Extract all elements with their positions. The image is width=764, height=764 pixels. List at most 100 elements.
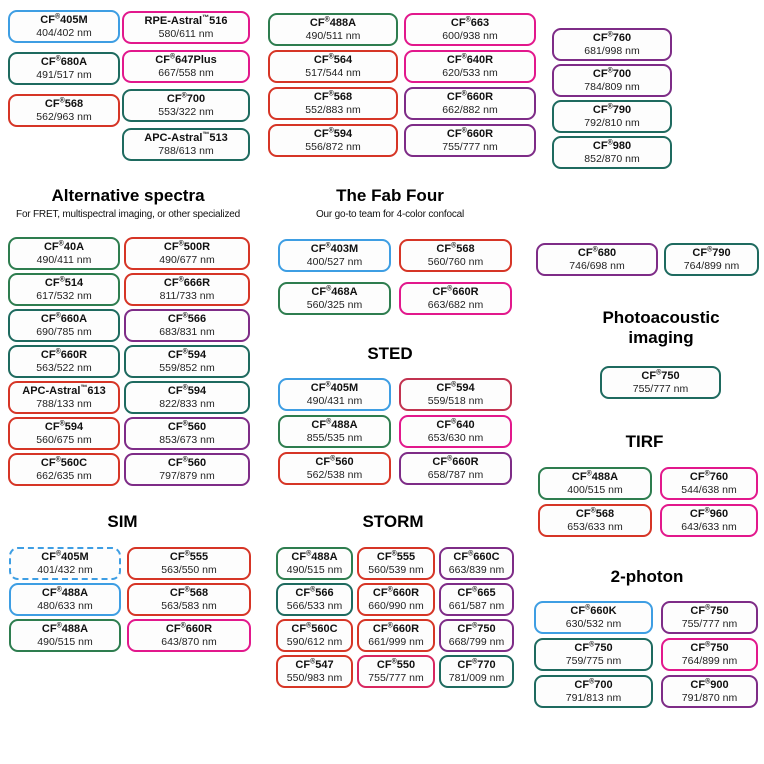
trademark-symbol: ®	[182, 348, 188, 356]
trademark-symbol: ®	[178, 276, 184, 284]
dye-excitation-emission: 560/539 nm	[368, 564, 424, 576]
dye-excitation-emission: 764/899 nm	[683, 260, 740, 272]
trademark-symbol: ®	[182, 384, 188, 392]
dye-excitation-emission: 553/322 nm	[158, 106, 214, 118]
dye-excitation-emission: 490/677 nm	[159, 254, 215, 266]
dye-name: RPE-Astral™516	[144, 14, 228, 27]
dye-name: CF®405M	[40, 13, 88, 26]
dye-name: CF®700	[592, 67, 632, 80]
dye-excitation-emission: 552/883 nm	[305, 104, 361, 116]
trademark-symbol: ®	[182, 312, 188, 320]
dye-name: CF®700	[574, 678, 613, 691]
dye-excitation-emission: 563/583 nm	[161, 600, 217, 612]
dye-excitation-emission: 560/675 nm	[36, 434, 92, 446]
dye-name: CF®665	[457, 586, 496, 599]
dye-excitation-emission: 822/833 nm	[159, 398, 215, 410]
dye-excitation-emission: 643/870 nm	[161, 636, 217, 648]
trademark-symbol: ™	[202, 131, 210, 139]
dye-excitation-emission: 517/544 nm	[305, 67, 361, 79]
dye-excitation-emission: 853/673 nm	[159, 434, 215, 446]
dye-name: CF®960	[689, 507, 729, 520]
dye-excitation-emission: 401/432 nm	[37, 564, 93, 576]
dye-name: CF®790	[692, 246, 731, 259]
trademark-symbol: ®	[447, 455, 453, 463]
dye-excitation-emission: 617/532 nm	[36, 290, 92, 302]
dye-name: CF®555	[376, 550, 416, 563]
trademark-symbol: ®	[326, 418, 332, 426]
trademark-symbol: ®	[590, 507, 596, 515]
trademark-symbol: ®	[326, 285, 332, 293]
trademark-symbol: ®	[325, 242, 331, 250]
dye-name: CF®594	[167, 384, 207, 397]
trademark-symbol: ®	[181, 92, 187, 100]
trademark-symbol: ®	[387, 622, 393, 630]
trademark-symbol: ®	[387, 586, 393, 594]
trademark-symbol: ®	[585, 604, 591, 612]
dye-excitation-emission: 855/535 nm	[306, 432, 363, 444]
dye-excitation-emission: 400/527 nm	[306, 256, 363, 268]
dye-name: CF®555	[169, 550, 209, 563]
dye-name: CF®560	[315, 455, 354, 468]
dye-excitation-emission: 755/777 nm	[442, 141, 498, 153]
section-sim-header: SIM	[35, 512, 210, 532]
dye-excitation-emission: 630/532 nm	[565, 618, 622, 630]
dye-excitation-emission: 563/522 nm	[36, 362, 92, 374]
dye-name: CF®750	[574, 641, 613, 654]
dye-name: CF®666R	[163, 276, 211, 289]
trademark-symbol: ®	[461, 53, 467, 61]
dye-excitation-emission: 661/999 nm	[368, 636, 424, 648]
trademark-symbol: ®	[59, 276, 65, 284]
dye-excitation-emission: 620/533 nm	[442, 67, 498, 79]
dye-name: CF®980	[592, 139, 632, 152]
trademark-symbol: ®	[55, 456, 61, 464]
dye-excitation-emission: 663/682 nm	[427, 299, 484, 311]
trademark-symbol: ®	[330, 455, 336, 463]
dye-excitation-emission: 792/810 nm	[584, 117, 640, 129]
dye-name: CF®560	[167, 420, 207, 433]
dye-excitation-emission: 556/872 nm	[305, 141, 361, 153]
trademark-symbol: ®	[705, 641, 711, 649]
section-fab-four-header: The Fab Four Our go-to team for 4-color …	[266, 186, 514, 221]
dye-excitation-emission: 566/533 nm	[286, 600, 343, 612]
section-photoacoustic-header: Photoacoustic imaging	[580, 308, 742, 348]
dye-name: CF®568	[313, 90, 353, 103]
dye-name: CF®560C	[291, 622, 338, 635]
dye-name: CF®560C	[40, 456, 88, 469]
dye-excitation-emission: 668/799 nm	[448, 636, 505, 648]
dye-name: CF®660A	[40, 312, 88, 325]
trademark-symbol: ®	[472, 658, 478, 666]
dye-excitation-emission: 400/515 nm	[567, 484, 623, 496]
dye-excitation-emission: 764/899 nm	[681, 655, 738, 667]
dye-name: CF®488A	[291, 550, 338, 563]
dye-name: CF®566	[167, 312, 207, 325]
dye-name: CF®488A	[571, 470, 619, 483]
